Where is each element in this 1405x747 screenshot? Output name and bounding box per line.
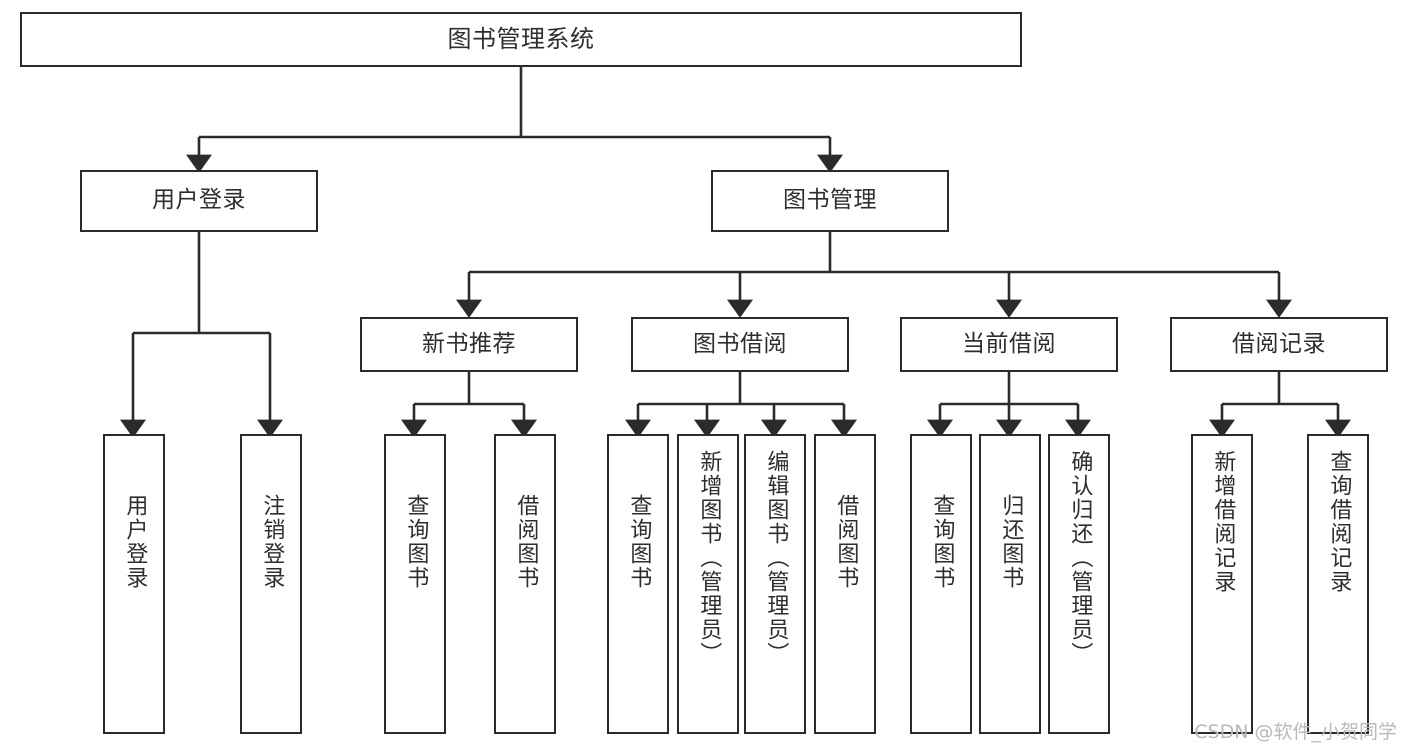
node-leaf-logout[interactable]: 注销登录: [240, 434, 302, 734]
node-leaf-borrow-book-2-label: 借阅图书: [833, 494, 859, 590]
node-leaf-edit-book-label: 编辑图书（管理员）: [763, 450, 789, 666]
node-leaf-query-book-3-label: 查询图书: [929, 494, 955, 590]
node-current-borrow-label: 当前借阅: [962, 330, 1056, 357]
csdn-watermark: CSDN @软件_小贺同学: [1194, 721, 1397, 743]
node-leaf-add-book[interactable]: 新增图书（管理员）: [677, 434, 739, 734]
node-root[interactable]: 图书管理系统: [20, 12, 1022, 67]
node-root-label: 图书管理系统: [447, 25, 595, 54]
node-leaf-return-book[interactable]: 归还图书: [979, 434, 1041, 734]
node-current-borrow[interactable]: 当前借阅: [900, 317, 1118, 372]
node-user-login-label: 用户登录: [152, 187, 246, 214]
node-leaf-query-record-label: 查询借阅记录: [1326, 450, 1352, 594]
node-leaf-add-record-label: 新增借阅记录: [1210, 450, 1236, 594]
node-new-book-rec[interactable]: 新书推荐: [360, 317, 578, 372]
node-leaf-user-login[interactable]: 用户登录: [103, 434, 165, 734]
node-leaf-query-book-2[interactable]: 查询图书: [607, 434, 669, 734]
node-leaf-return-book-label: 归还图书: [998, 494, 1024, 590]
node-leaf-borrow-book-2[interactable]: 借阅图书: [814, 434, 876, 734]
node-new-book-rec-label: 新书推荐: [422, 330, 516, 357]
node-leaf-query-book-1[interactable]: 查询图书: [384, 434, 446, 734]
node-book-manage-label: 图书管理: [783, 187, 877, 214]
node-leaf-borrow-book-1-label: 借阅图书: [513, 494, 539, 590]
node-leaf-confirm-return-label: 确认归还（管理员）: [1067, 450, 1093, 666]
node-leaf-confirm-return[interactable]: 确认归还（管理员）: [1048, 434, 1110, 734]
node-leaf-add-book-label: 新增图书（管理员）: [696, 450, 722, 666]
node-leaf-query-record[interactable]: 查询借阅记录: [1307, 434, 1369, 734]
node-user-login[interactable]: 用户登录: [80, 170, 318, 232]
node-leaf-edit-book[interactable]: 编辑图书（管理员）: [744, 434, 806, 734]
node-leaf-query-book-1-label: 查询图书: [403, 494, 429, 590]
node-borrow-record-label: 借阅记录: [1232, 330, 1326, 357]
node-book-manage[interactable]: 图书管理: [711, 170, 949, 232]
node-leaf-user-login-label: 用户登录: [122, 494, 148, 590]
node-leaf-query-book-3[interactable]: 查询图书: [910, 434, 972, 734]
node-leaf-borrow-book-1[interactable]: 借阅图书: [494, 434, 556, 734]
node-leaf-query-book-2-label: 查询图书: [626, 494, 652, 590]
node-borrow-record[interactable]: 借阅记录: [1170, 317, 1388, 372]
node-book-borrow[interactable]: 图书借阅: [631, 317, 849, 372]
node-leaf-add-record[interactable]: 新增借阅记录: [1191, 434, 1253, 734]
node-book-borrow-label: 图书借阅: [693, 330, 787, 357]
node-leaf-logout-label: 注销登录: [259, 494, 285, 590]
